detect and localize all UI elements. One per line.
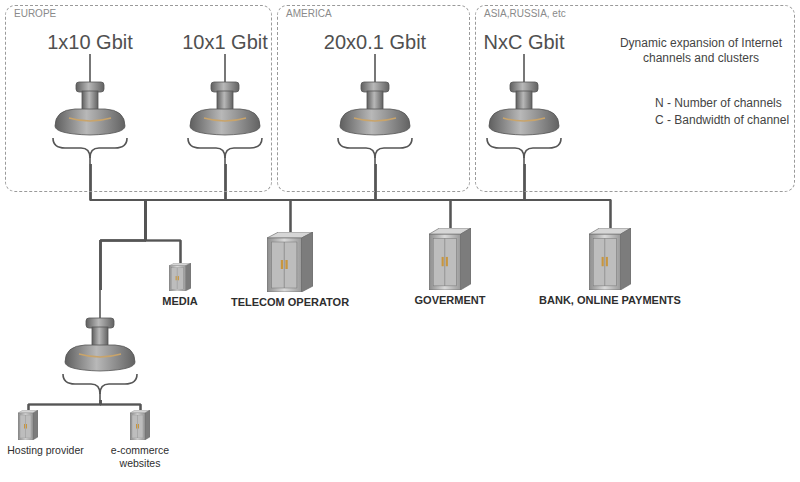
server-node: BANK, ONLINE PAYMENTS: [538, 228, 682, 307]
connector: [525, 164, 611, 228]
region-box: EUROPE 1x10 Gbit 10x1 Gbit: [5, 5, 272, 192]
note-text: N - Number of channels: [655, 96, 782, 111]
connector: [291, 164, 376, 232]
server-label: e-commerce websites: [108, 444, 172, 470]
note-text: Dynamic expansion of Internet channels a…: [610, 36, 792, 66]
server-icon: [169, 263, 191, 291]
connector: [146, 164, 226, 263]
connector: [91, 164, 291, 232]
cluster-icon: [330, 54, 420, 164]
connector: [29, 164, 376, 410]
connector: [226, 164, 291, 232]
connector: [376, 164, 451, 228]
server-label: BANK, ONLINE PAYMENTS: [539, 294, 681, 307]
cluster-icon: [479, 54, 569, 164]
connector: [376, 164, 611, 228]
server-node: MEDIA: [161, 263, 199, 308]
server-label: Hosting provider: [7, 444, 83, 457]
connector: [91, 164, 451, 228]
note-text: C - Bandwidth of channel: [655, 113, 789, 128]
connector: [451, 164, 525, 228]
region-box: AMERICA 20x0.1 Gbit: [277, 5, 470, 192]
server-icon: [267, 232, 313, 292]
cluster-icon: [45, 54, 135, 164]
server-label: GOVERMENT: [415, 294, 486, 307]
cluster-icon: [55, 290, 145, 400]
bandwidth-label: 1x10 Gbit: [47, 30, 133, 54]
connector: [101, 164, 226, 410]
server-icon: [589, 228, 631, 290]
server-node: e-commerce websites: [107, 410, 173, 470]
region-title: EUROPE: [6, 6, 271, 19]
server-label: MEDIA: [162, 295, 197, 308]
connector: [101, 164, 525, 410]
channel-cluster: NxC Gbit: [479, 30, 569, 164]
bandwidth-label: 20x0.1 Gbit: [324, 30, 426, 54]
connector: [91, 164, 146, 410]
server-label: TELECOM OPERATOR: [231, 296, 349, 309]
channel-cluster: 20x0.1 Gbit: [324, 30, 427, 164]
server-icon: [130, 410, 150, 440]
connector: [91, 164, 611, 228]
connector: [29, 164, 525, 410]
server-node: GOVERMENT: [414, 228, 487, 307]
server-node: TELECOM OPERATOR: [230, 232, 351, 309]
cluster-icon: [180, 54, 270, 164]
channel-cluster: 10x1 Gbit: [180, 30, 270, 164]
channel-cluster: 1x10 Gbit: [45, 30, 135, 164]
server-icon: [429, 228, 471, 290]
connector: [29, 164, 146, 410]
connector: [91, 164, 181, 263]
connector: [29, 164, 226, 410]
connector: [226, 164, 451, 228]
connector: [291, 164, 525, 232]
bandwidth-label: NxC Gbit: [483, 30, 564, 54]
server-node: Hosting provider: [6, 410, 85, 457]
connector: [101, 164, 376, 410]
bandwidth-label: 10x1 Gbit: [182, 30, 268, 54]
region-title: AMERICA: [278, 6, 469, 19]
region-title: ASIA,RUSSIA, etc: [476, 6, 794, 19]
connector: [226, 164, 611, 228]
server-icon: [18, 410, 38, 440]
